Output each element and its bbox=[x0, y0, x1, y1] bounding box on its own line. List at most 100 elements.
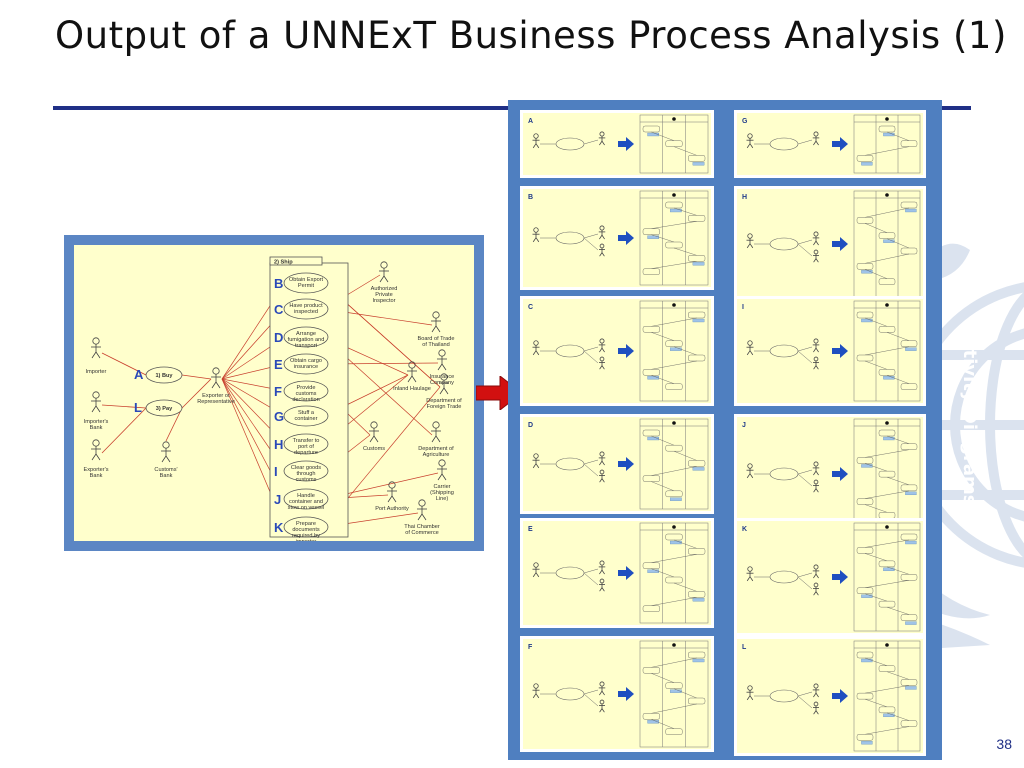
mini-actor-icon bbox=[813, 356, 819, 370]
mini-actor-icon bbox=[599, 699, 605, 713]
usecase-label: 3) Pay bbox=[156, 406, 173, 412]
arrow-right-icon bbox=[618, 231, 634, 245]
usecase-letter: H bbox=[274, 437, 283, 452]
mini-actor-icon bbox=[598, 338, 606, 353]
mini-swimlanes bbox=[853, 522, 921, 632]
mini-usecase-icon bbox=[769, 467, 799, 481]
arrow-right-icon bbox=[618, 566, 634, 580]
mini-actor-icon bbox=[532, 133, 540, 149]
mini-usecase-icon bbox=[555, 344, 585, 358]
mini-actor-icon bbox=[599, 469, 605, 483]
usecase-a: 1) Buy A bbox=[134, 366, 183, 384]
usecase-letter: F bbox=[274, 384, 282, 399]
actor-importer bbox=[91, 337, 101, 359]
usecase-letter: K bbox=[274, 520, 284, 535]
mini-actor-icon bbox=[599, 243, 605, 257]
mini-actor-icon bbox=[813, 582, 819, 596]
cell-letter: F bbox=[528, 644, 533, 651]
cell-letter: G bbox=[742, 118, 748, 125]
activity-diagram-canvas: F bbox=[523, 639, 711, 749]
mini-usecase-icon bbox=[555, 231, 585, 245]
activity-diagram-k: K bbox=[734, 518, 926, 636]
mini-actor-icon bbox=[746, 685, 754, 701]
mini-actor-icon bbox=[532, 340, 540, 356]
mini-actor-icon bbox=[598, 451, 606, 466]
mini-actor-icon bbox=[599, 356, 605, 370]
usecase-letter: E bbox=[274, 357, 283, 372]
activity-diagram-g: G bbox=[734, 110, 926, 178]
actor-exporters-bank bbox=[91, 439, 101, 461]
activity-diagram-d: D bbox=[520, 414, 714, 514]
cell-letter: J bbox=[742, 422, 746, 429]
actor-port bbox=[387, 481, 397, 503]
mini-actor-icon bbox=[532, 227, 540, 243]
activity-diagram-l: L bbox=[734, 636, 926, 756]
mini-actor-icon bbox=[812, 338, 820, 353]
usecase-letter: A bbox=[134, 367, 144, 382]
mini-actor-icon bbox=[812, 683, 820, 698]
mini-swimlanes bbox=[639, 640, 709, 748]
mini-actor-icon bbox=[532, 562, 540, 578]
usecase-label: 1) Buy bbox=[155, 373, 173, 379]
activity-diagram-canvas: C bbox=[523, 299, 711, 403]
page-number: 38 bbox=[996, 736, 1012, 752]
actor-label: Inland Haulage bbox=[393, 386, 431, 392]
activity-diagram-canvas: A bbox=[523, 113, 711, 175]
mini-swimlanes bbox=[853, 300, 921, 402]
cell-letter: B bbox=[528, 194, 533, 201]
mini-usecase-icon bbox=[769, 570, 799, 584]
mini-actor-icon bbox=[746, 463, 754, 479]
cell-letter: L bbox=[742, 644, 747, 651]
cell-letter: C bbox=[528, 304, 533, 311]
mini-actor-icon bbox=[812, 231, 820, 246]
cell-letter: E bbox=[528, 526, 533, 533]
mini-usecase-icon bbox=[555, 457, 585, 471]
mini-actor-icon bbox=[812, 131, 820, 146]
mini-swimlanes bbox=[853, 418, 921, 530]
cell-letter: D bbox=[528, 422, 533, 429]
actor-label: Port Authority bbox=[375, 506, 409, 512]
watermark-text: Activity Diagrams bbox=[959, 325, 980, 506]
mini-actor-icon bbox=[746, 340, 754, 356]
cell-letter: K bbox=[742, 526, 747, 533]
actor-exporter bbox=[211, 367, 221, 389]
activity-diagram-canvas: G bbox=[737, 113, 923, 175]
arrow-right-icon bbox=[832, 137, 848, 151]
mini-usecase-icon bbox=[769, 689, 799, 703]
mini-usecase-icon bbox=[555, 687, 585, 701]
mini-swimlanes bbox=[853, 190, 921, 298]
mini-actor-icon bbox=[598, 131, 606, 146]
mini-swimlanes bbox=[853, 114, 921, 174]
arrow-right-icon bbox=[832, 570, 848, 584]
activity-diagram-j: J bbox=[734, 414, 926, 534]
actor-inland bbox=[407, 361, 417, 383]
actor-carrier bbox=[437, 459, 447, 481]
mini-actor-icon bbox=[598, 560, 606, 575]
usecase-letter: C bbox=[274, 302, 284, 317]
mini-actor-icon bbox=[812, 461, 820, 476]
actor-insurance bbox=[437, 349, 447, 371]
activity-diagram-canvas: L bbox=[737, 639, 923, 753]
mini-swimlanes bbox=[639, 190, 709, 286]
mini-usecase-icon bbox=[769, 237, 799, 251]
mini-swimlanes bbox=[639, 418, 709, 510]
arrow-right-icon bbox=[618, 137, 634, 151]
activity-diagram-canvas: B bbox=[523, 189, 711, 287]
